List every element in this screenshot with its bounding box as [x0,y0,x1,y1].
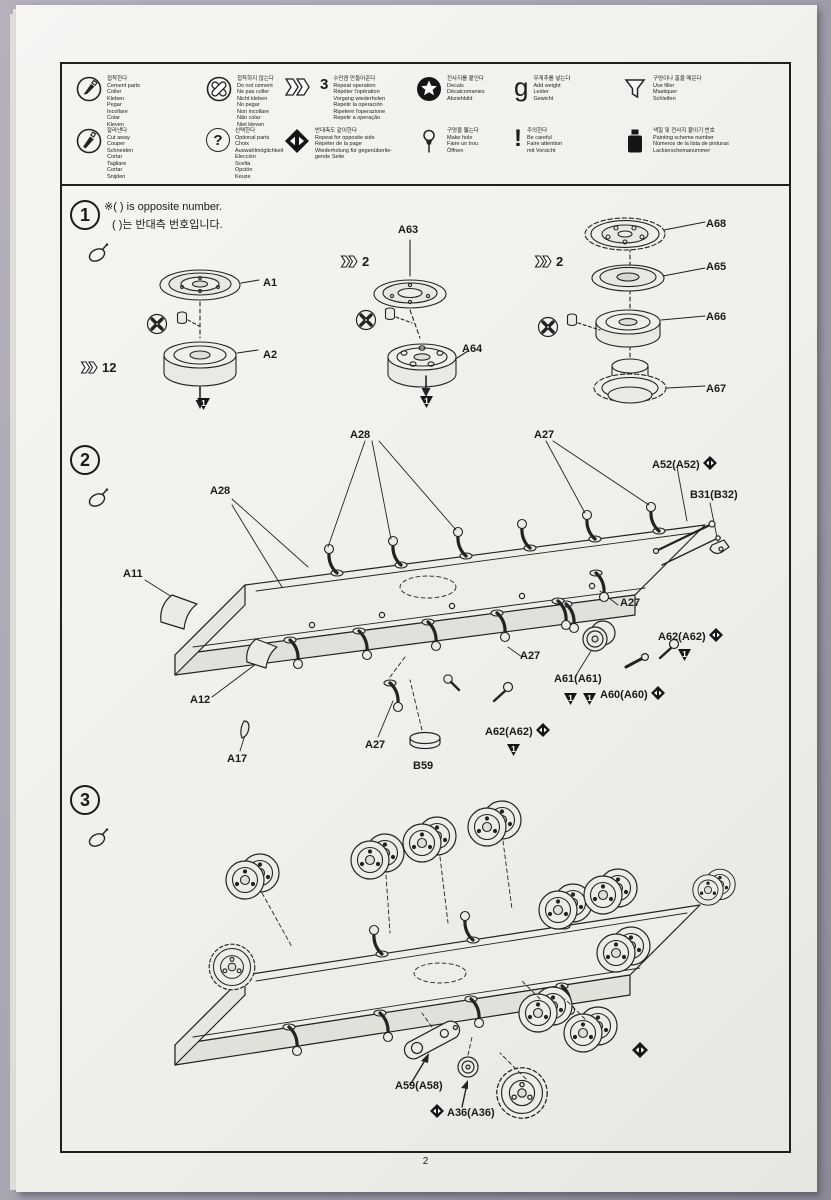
part-label-a12: A12 [190,694,211,706]
cut-icon [76,128,102,154]
part-label-a17: A17 [227,753,248,765]
part-label-b31: B31(B32) [690,489,738,501]
svg-text:1: 1 [568,693,573,703]
opposite-number-note: ※( ) is opposite number. [104,201,223,213]
svg-text:1: 1 [201,398,206,408]
part-label-a66: A66 [706,311,727,323]
opposite-side-icon [430,1104,444,1121]
part-label-a28-top: A28 [350,429,371,441]
part-label-a52: A52(A52) [652,456,717,473]
part-label-a68: A68 [706,218,727,230]
paint-number-icon: 1 [420,395,433,413]
paint-number-icon: 1 [197,397,210,415]
filler-icon [622,76,648,102]
part-label-a63: A63 [398,224,419,236]
weight-icon: g [514,72,529,102]
part-label-a11: A11 [123,568,143,580]
part-label-a27-top: A27 [534,429,555,441]
part-label-a2: A2 [263,349,278,361]
part-label-a27-mid: A27 [520,650,541,662]
step-1-number: 1 [70,200,100,230]
page-number: 2 [422,1156,429,1167]
paint-number-icon: 1 [507,743,520,761]
opposite-number-note-korean: ( )는 반대측 번호입니다. [112,219,223,231]
svg-text:1: 1 [511,744,516,754]
repeat-sample-count: 3 [320,76,329,93]
part-label-a59: A59(A58) [395,1080,443,1092]
opposite-side-icon [632,1042,648,1063]
opposite-side-icon [708,628,723,645]
part-label-a27-right: A27 [620,597,641,609]
decal-icon [416,76,442,102]
border-frame [60,62,791,1153]
repeat-icon [284,76,314,98]
cement-icon [88,488,110,513]
cement-icon [76,76,102,102]
make-hole-icon [416,128,442,154]
part-label-a28-left: A28 [210,485,231,497]
do-not-cement-icon [206,76,232,102]
opposite-side-icon [284,128,310,154]
repeat-count: 2 [556,254,564,269]
repeat-count: 12 [102,360,117,375]
paint-number-icon: 1 [583,692,596,710]
part-label-a60: A60(A60) [600,686,665,703]
optional-icon: ? [206,128,230,152]
part-label-a62-right: A62(A62) [658,628,723,645]
cement-icon [88,243,110,268]
repeat-icon: 12 [80,360,116,375]
svg-text:1: 1 [682,649,687,659]
step1-drawing [145,217,706,409]
part-label-a27-bottom: A27 [365,739,386,751]
part-label-a62-bottom: A62(A62) [485,723,550,740]
cement-icon [88,828,110,853]
step-2-number: 2 [70,445,100,475]
repeat-icon: 2 [534,254,563,269]
step2-drawing [144,440,730,752]
opposite-side-icon [535,723,550,740]
step-3-number: 3 [70,785,100,815]
step3-drawing [174,785,792,1119]
repeat-count: 2 [362,254,370,269]
paint-number-icon: 1 [564,692,577,710]
be-careful-icon: ! [514,125,522,152]
paint-number-icon: 1 [678,648,691,666]
paint-number-icon [622,128,648,154]
part-label-b59: B59 [413,760,434,772]
repeat-icon: 2 [340,254,369,269]
part-label-a61: A61(A61) [554,673,602,685]
svg-text:1: 1 [424,396,429,406]
part-label-a67: A67 [706,383,727,395]
opposite-side-icon [702,456,717,473]
part-label-a36: A36(A36) [430,1104,495,1121]
part-label-a65: A65 [706,261,727,273]
part-label-a1: A1 [263,277,278,289]
svg-text:1: 1 [587,693,592,703]
part-label-a64: A64 [462,343,483,355]
opposite-side-icon [650,686,665,703]
